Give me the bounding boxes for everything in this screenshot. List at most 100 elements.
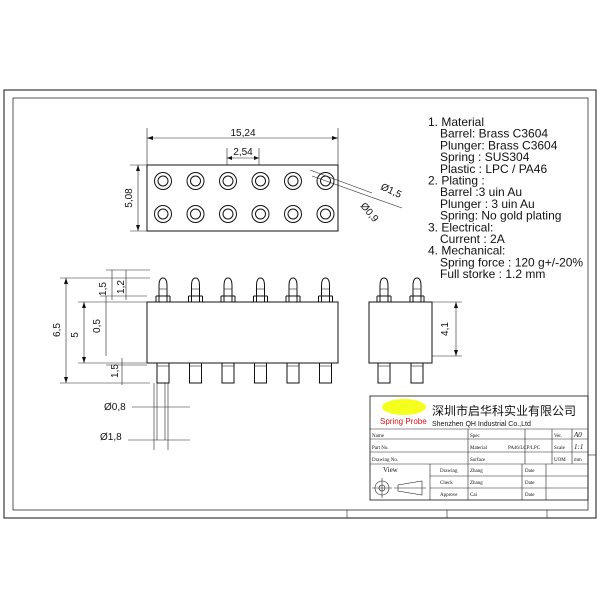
tb-ver-value: A0 (573, 431, 582, 439)
title-block: Spring Probe 深圳市启华科实业有限公司 Shenzhen QH In… (369, 395, 589, 501)
note-line: 4. Mechanical: (428, 244, 505, 258)
hole-inner (222, 175, 234, 187)
top-view: 15,24 2,54 5,08 Ø1,5 Ø0,9 (124, 128, 404, 232)
hole-inner (157, 175, 169, 187)
pin-tail (410, 362, 424, 384)
tb-name-label: Name (372, 434, 385, 439)
pin-plunger (223, 277, 233, 302)
note-line: Plunger: Brass C3604 (440, 138, 558, 152)
hole-outer (284, 172, 302, 190)
note-line: Barrel :3 uin Au (440, 185, 522, 199)
brand-label: Spring Probe (380, 417, 427, 426)
tb-uom-value: mm (574, 458, 582, 463)
tb-approve-value: Cai (470, 493, 478, 498)
dim-254: 2,54 (233, 147, 253, 158)
pin-tail (221, 362, 235, 384)
hole-outer (316, 205, 335, 223)
hole-inner (190, 175, 201, 187)
tb-approve-label: Approve (440, 493, 458, 498)
pin-plunger (191, 277, 200, 302)
pin-tail (286, 362, 300, 384)
dim-41: 4,1 (440, 322, 451, 336)
side-view: 4,1 (368, 277, 462, 384)
dim-65: 6,5 (52, 323, 63, 337)
note-line: Full storke : 1.2 mm (440, 267, 545, 281)
projection-symbol (372, 478, 426, 498)
note-line: Spring force : 120 g+/-20% (440, 255, 583, 269)
tb-drawing-label: Drawing (440, 469, 458, 474)
hole-outer (251, 205, 270, 223)
pin-tail (319, 362, 332, 384)
note-line: 3. Electrical: (428, 220, 493, 234)
leader-d09 (311, 175, 403, 209)
front-view-body (146, 301, 339, 364)
tb-spec-label: Spec (470, 434, 481, 439)
note-line: Barrel: Brass C3604 (440, 127, 548, 141)
pin-plunger (158, 277, 168, 302)
hole-inner (190, 208, 201, 220)
tb-uom-label: UOM (554, 458, 566, 463)
tb-date-label-1: Date (525, 469, 535, 474)
dim-15a: 1,5 (98, 282, 109, 296)
hole-outer (186, 172, 205, 190)
hole-outer (219, 172, 237, 190)
brand-highlight (382, 399, 426, 415)
tb-partno-label: Part No. (372, 446, 389, 451)
tb-check-value: Zhang (470, 481, 483, 486)
hole-outer (219, 205, 237, 223)
dim-508: 5,08 (124, 188, 135, 208)
hole-inner (255, 175, 266, 187)
dim-15b: 1,5 (110, 364, 121, 378)
note-line: Plunger : 3 uin Au (440, 197, 535, 211)
dim-d15: Ø1,5 (379, 182, 404, 201)
note-line: Spring : SUS304 (440, 150, 530, 164)
side-view-body (368, 301, 433, 364)
company-en: Shenzhen QH Industrial Co.,Ltd (432, 421, 531, 428)
hole-inner (320, 208, 331, 220)
leader-d15 (309, 169, 373, 194)
pin-plunger (321, 277, 330, 302)
tb-material-label: Material (470, 446, 488, 451)
note-line: Plastic : LPC / PA46 (440, 162, 547, 176)
tb-date-label-2: Date (525, 481, 535, 486)
inner-frame (12, 97, 589, 511)
hole-outer (154, 172, 172, 190)
tb-surface-label: Surface (470, 458, 486, 463)
dim-5: 5 (70, 332, 81, 338)
note-line: 2. Plating : (428, 174, 485, 188)
pin-tail (156, 362, 170, 384)
outer-frame (3, 89, 597, 519)
tb-material-value: PA46/LCP/LPC (508, 446, 541, 451)
dim-05: 0,5 (92, 319, 103, 333)
hole-inner (287, 208, 299, 220)
tb-drawingno-label: Drawing No. (372, 458, 398, 463)
hole-inner (157, 208, 169, 220)
dim-d18: Ø1,8 (100, 432, 122, 443)
hole-inner (287, 175, 299, 187)
dim-12: 1,2 (116, 280, 127, 294)
pin-plunger (256, 277, 265, 302)
hole-inner (255, 208, 266, 220)
dim-d08: Ø0,8 (104, 402, 126, 413)
hole-outer (316, 172, 335, 190)
note-line: Current : 2A (440, 232, 505, 246)
dim-1524: 15,24 (230, 128, 255, 139)
tb-drawing-value: Zhang (470, 469, 483, 474)
hole-outer (154, 205, 172, 223)
note-line: 1. Material (428, 115, 484, 129)
tb-date-label-3: Date (525, 493, 535, 498)
pin-tail (254, 362, 267, 384)
tb-ver-label: Ver. (554, 434, 562, 439)
top-view-body (146, 164, 339, 232)
pin-plunger (379, 277, 389, 302)
front-view: 6,5 5 0,5 1,5 1,2 1,5 Ø0,8 Ø1,8 (52, 269, 339, 450)
tb-view-label: View (383, 466, 399, 474)
tb-scale-value: 1:1 (574, 443, 583, 451)
hole-outer (251, 172, 270, 190)
tb-check-label: Check (440, 481, 453, 486)
hole-outer (186, 205, 205, 223)
hole-outer (284, 205, 302, 223)
hole-inner (222, 208, 234, 220)
